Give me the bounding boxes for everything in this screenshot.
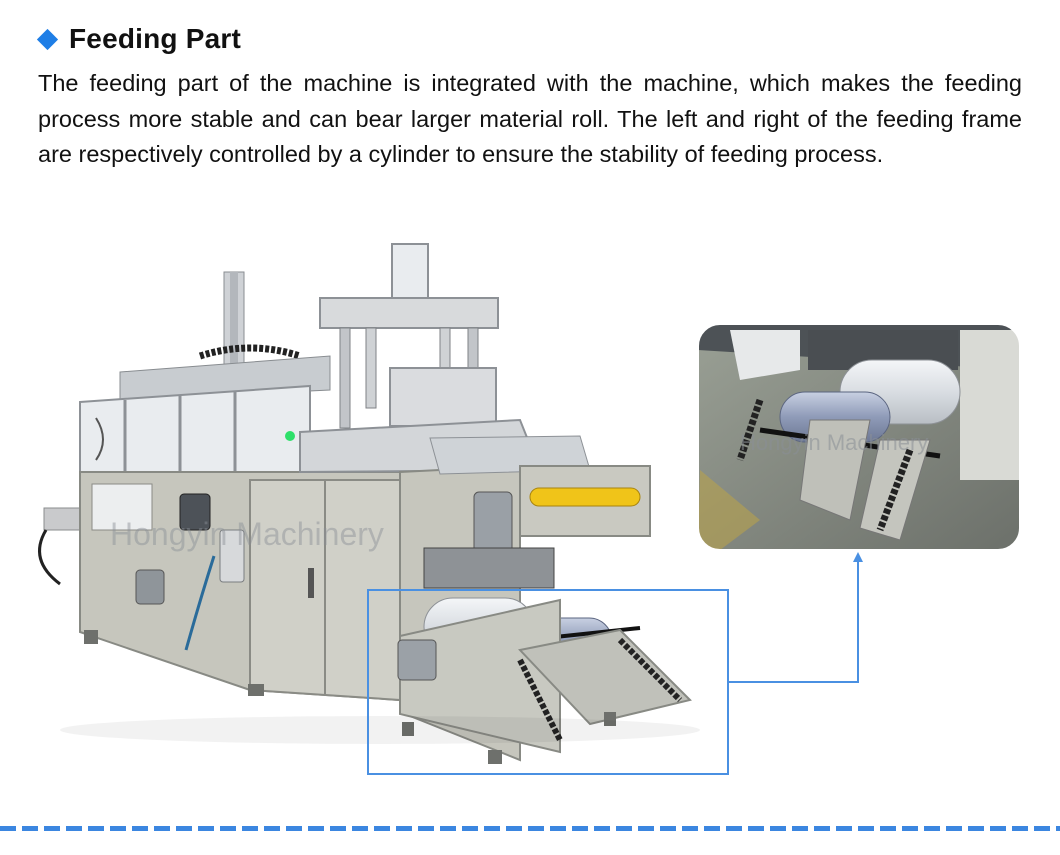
watermark-inset: Hongyin Machinery [740, 430, 928, 455]
thermoforming-machine [38, 243, 700, 764]
feeding-closeup-photo [698, 324, 1020, 550]
section-title: Feeding Part [69, 23, 241, 54]
callout-arrow-icon [853, 552, 863, 562]
diamond-bullet-icon [36, 28, 59, 50]
machine-figure: Hongyin Machinery Hongyin Machinery [0, 228, 1060, 788]
dashed-divider [0, 826, 1060, 831]
callout-connector [728, 560, 859, 683]
section-description: The feeding part of the machine is integ… [38, 70, 1022, 167]
section-heading: Feeding Part [36, 20, 241, 58]
watermark-main: Hongyin Machinery [110, 516, 384, 552]
inset-frame [697, 323, 1021, 551]
machine-illustration: Hongyin Machinery Hongyin Machinery [38, 243, 1021, 775]
